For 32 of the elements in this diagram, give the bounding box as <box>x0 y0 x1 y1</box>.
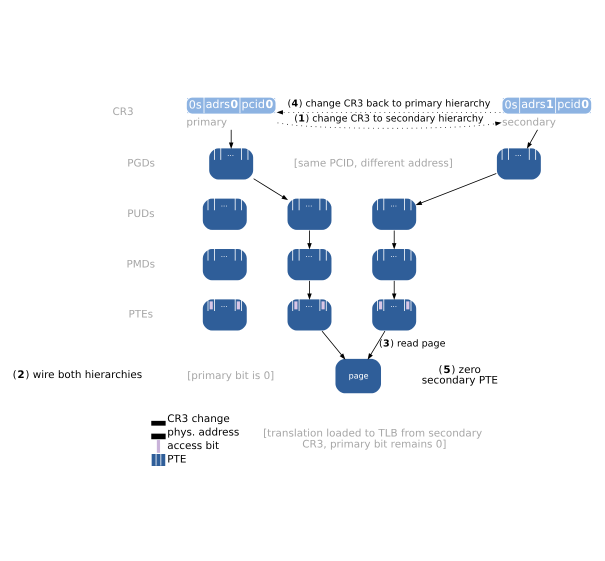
arrow <box>228 128 234 148</box>
label: PGDs <box>127 157 155 170</box>
edge-label: (3) read page <box>379 338 446 350</box>
label: [translation loaded to TLB from secondary CR3, primary bit remains 0] <box>263 426 482 450</box>
label: PUDs <box>127 207 155 220</box>
arrow <box>415 172 497 205</box>
label: PTEs <box>128 308 154 320</box>
label: (2) wire both hierarchies <box>12 368 142 381</box>
label: [primary bit is 0] <box>187 369 274 382</box>
node-label: secondary <box>502 116 556 128</box>
arrow <box>526 128 538 148</box>
label: CR3 <box>112 106 134 118</box>
arrow <box>392 280 396 300</box>
arrow <box>276 110 501 114</box>
legend-label: CR3 change <box>167 412 230 424</box>
label: [same PCID, different address] <box>294 157 453 170</box>
label: PMDs <box>126 258 156 270</box>
arrow <box>368 330 386 360</box>
edge-label: (4) change CR3 back to primary hierarchy <box>288 98 490 109</box>
edge-label: (1) change CR3 to secondary hierarchy <box>294 113 484 124</box>
arrow <box>307 230 312 250</box>
arrow <box>307 280 312 300</box>
arrow <box>392 230 396 250</box>
arrow <box>322 330 346 360</box>
legend-label: access bit <box>167 440 220 452</box>
arrow <box>277 120 502 128</box>
arrow <box>253 178 288 200</box>
label: (5) zero secondary PTE <box>422 364 498 386</box>
legend-label: PTE <box>167 453 186 466</box>
node-label: primary <box>186 116 228 128</box>
legend-label: phys. address <box>167 426 240 438</box>
node-box: page <box>335 358 382 393</box>
